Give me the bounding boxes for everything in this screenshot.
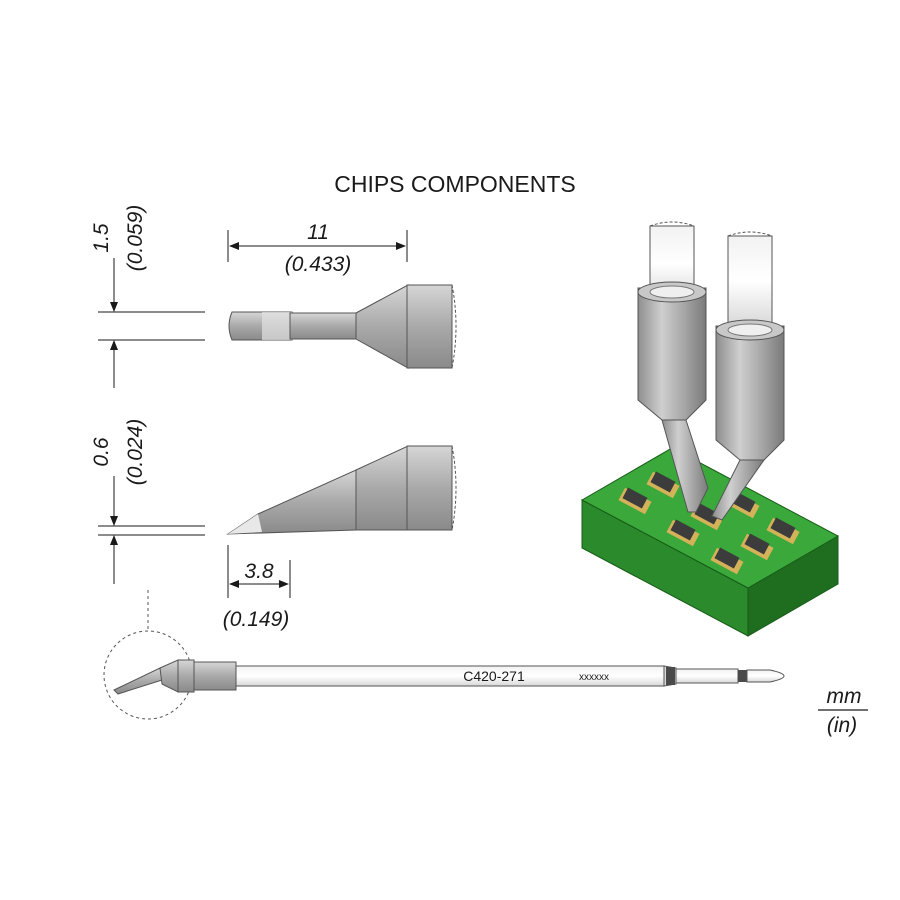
thickness-mm-label: 0.6 — [90, 437, 113, 467]
bevel-in-label: (0.149) — [223, 608, 290, 631]
bevel-mm-label: 3.8 — [244, 560, 274, 583]
pcb-chip — [766, 517, 800, 545]
pcb-chip — [646, 471, 680, 499]
cartridge-full-view: C420-271 xxxxxx — [103, 590, 785, 720]
pcb-chip — [690, 503, 724, 531]
pcb-chip — [618, 487, 652, 515]
pcb-chip — [740, 533, 774, 561]
part-number-label: C420-271 — [463, 668, 525, 684]
units-legend: mm (in) — [818, 685, 868, 737]
length-in-label: (0.433) — [285, 253, 352, 276]
tip-side-view — [226, 445, 457, 535]
soldering-iron-right — [711, 231, 785, 521]
soldering-iron-left — [637, 221, 709, 513]
dimension-thickness: 0.6 (0.024) — [90, 419, 205, 584]
pcb-chip — [710, 547, 744, 575]
units-mm-label: mm — [827, 685, 862, 708]
dimension-width: 1.5 (0.059) — [90, 205, 205, 388]
dimension-bevel: 3.8 (0.149) — [223, 545, 291, 631]
pcb-illustration — [580, 447, 840, 637]
width-in-label: (0.059) — [124, 205, 147, 272]
thickness-in-label: (0.024) — [124, 419, 147, 486]
tip-top-view — [228, 284, 457, 369]
dimension-length: 11 (0.433) — [227, 221, 408, 276]
units-in-label: (in) — [827, 714, 857, 737]
pcb-chip — [666, 519, 700, 547]
part-suffix-label: xxxxxx — [579, 672, 609, 683]
width-mm-label: 1.5 — [90, 223, 113, 253]
length-mm-label: 11 — [307, 221, 329, 244]
diagram-title: CHIPS COMPONENTS — [334, 171, 576, 197]
